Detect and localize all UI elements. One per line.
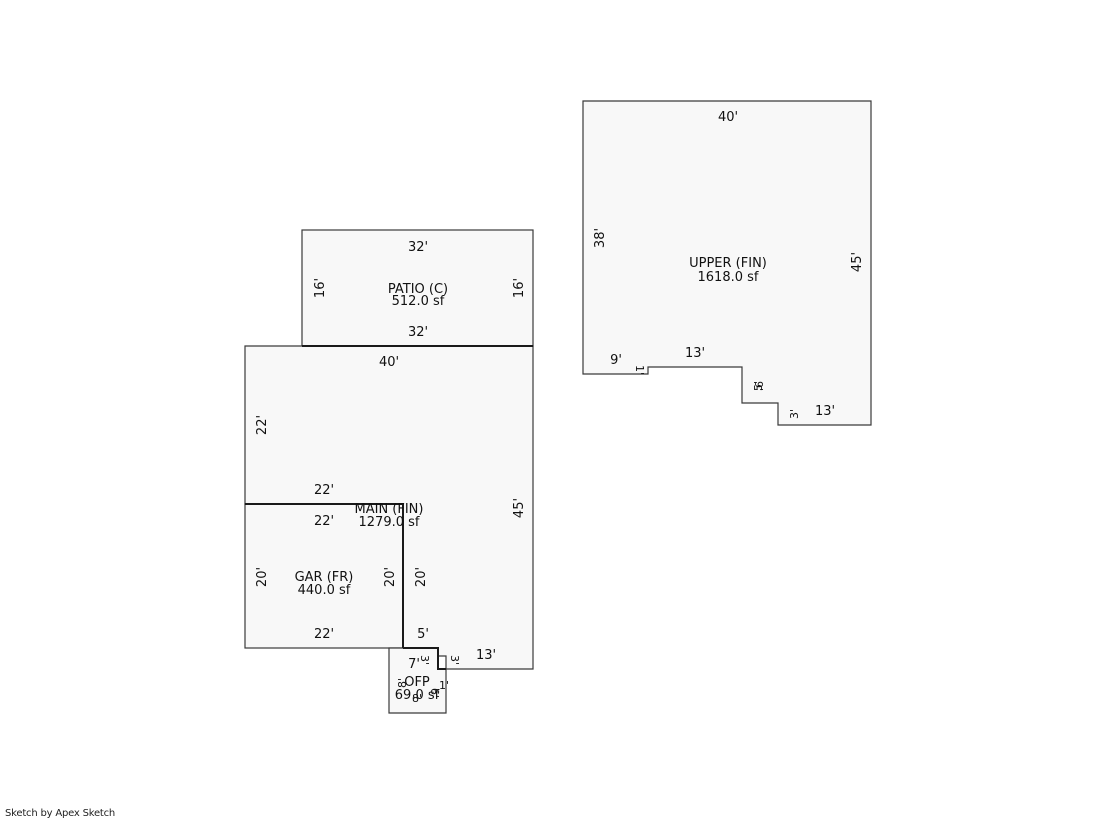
- dim-garage-right: 20': [383, 567, 398, 587]
- dim-patio-top: 32': [408, 240, 428, 255]
- main-name: MAIN (FIN): [355, 502, 424, 517]
- main-ofp-wall: [403, 647, 446, 670]
- dim-main-top: 40': [379, 355, 399, 370]
- dim-upper-step1: 9': [610, 353, 622, 368]
- dim-patio-right: 16': [512, 278, 527, 298]
- dim-ofp-c: 1': [439, 679, 449, 692]
- garage-area: 440.0 sf: [298, 583, 351, 598]
- dim-upper-small3: 9': [752, 381, 765, 391]
- dim-ofp-a: 3': [418, 655, 431, 665]
- patio-outline: [301, 229, 534, 347]
- dim-main-right: 45': [512, 498, 527, 518]
- dim-upper-small2: 5': [752, 381, 765, 391]
- dim-main-left: 22': [255, 415, 270, 435]
- dim-main-step: 13': [476, 648, 496, 663]
- dim-garage-top: 22': [314, 514, 334, 529]
- ofp-area: 69.0 sf: [395, 688, 440, 703]
- upper-outline: [582, 100, 872, 426]
- dim-main-step-small: 5': [417, 627, 429, 642]
- ofp-name: OFP: [404, 675, 430, 690]
- dim-ofp-f: 6': [428, 688, 441, 698]
- dim-upper-small4: 3': [788, 409, 801, 419]
- dim-upper-top: 40': [718, 110, 738, 125]
- upper-name: UPPER (FIN): [689, 256, 767, 271]
- dim-ofp-e: 8': [412, 692, 422, 705]
- garage-name: GAR (FR): [295, 570, 354, 585]
- patio-area: 512.0 sf: [392, 294, 445, 309]
- sketch-credit: Sketch by Apex Sketch: [5, 808, 116, 819]
- dim-garage-left: 20': [255, 567, 270, 587]
- dim-upper-left: 38': [593, 228, 608, 248]
- dim-ofp-top: 7': [408, 657, 420, 672]
- dim-upper-step3: 13': [815, 404, 835, 419]
- dim-ofp-d: 8': [396, 678, 409, 688]
- dim-main-inner-top: 22': [314, 483, 334, 498]
- dim-main-inner-right: 20': [414, 567, 429, 587]
- dim-upper-small1: 1': [633, 365, 646, 375]
- dim-upper-right: 45': [850, 252, 865, 272]
- upper-area: 1618.0 sf: [698, 270, 759, 285]
- main-area: 1279.0 sf: [359, 515, 420, 530]
- dim-garage-bottom: 22': [314, 627, 334, 642]
- dim-patio-bottom: 32': [408, 325, 428, 340]
- dim-upper-step2: 13': [685, 346, 705, 361]
- dim-ofp-b: 3': [448, 655, 461, 665]
- dim-patio-left: 16': [313, 278, 328, 298]
- patio-name: PATIO (C): [388, 282, 448, 297]
